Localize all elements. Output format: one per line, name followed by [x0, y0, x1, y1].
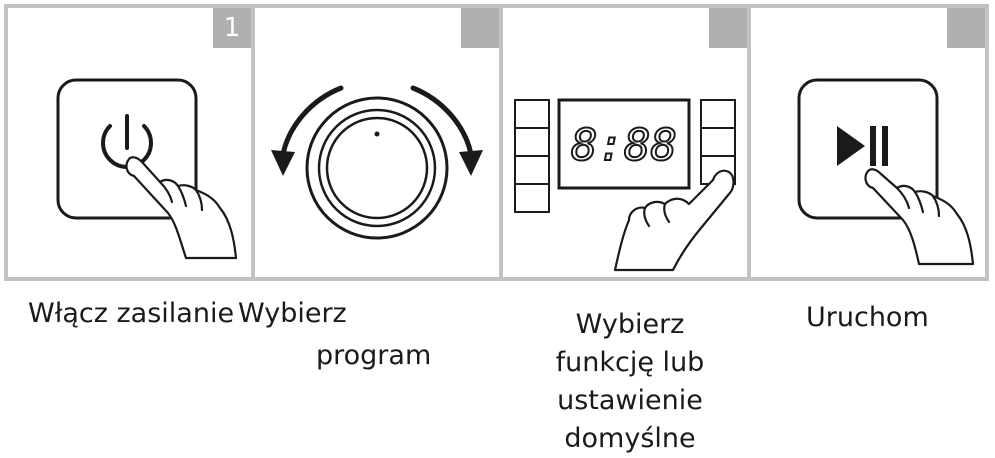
step-number-tab	[461, 8, 499, 48]
hand-icon	[125, 156, 238, 260]
play-pause-button-icon	[797, 78, 975, 266]
panel-divider	[251, 8, 255, 277]
step-panel-program	[255, 8, 499, 277]
rotary-dial-icon	[271, 85, 483, 240]
rotate-right-arrow-icon	[410, 85, 483, 176]
step-number-tab: 1	[213, 8, 251, 48]
step-caption-program-line2: program	[316, 340, 432, 371]
step-caption-function: Wybierz funkcję lub ustawienie domyślne	[555, 309, 705, 454]
step-panel-start	[751, 8, 985, 277]
step-panel-power: 1	[8, 8, 251, 277]
step-number-tab	[709, 8, 747, 48]
panel-divider	[499, 8, 503, 277]
step-panel-function: 8:88	[503, 8, 747, 277]
steps-strip: 1	[4, 4, 989, 281]
step-number-tab	[947, 8, 985, 48]
rotate-left-arrow-icon	[271, 85, 344, 176]
panel-divider	[747, 8, 751, 277]
step-caption-power: Włącz zasilanie	[28, 298, 235, 329]
power-button-icon	[56, 78, 238, 260]
hand-icon	[613, 169, 735, 272]
hand-icon	[864, 168, 975, 266]
step-caption-start: Uruchom	[806, 302, 929, 333]
step-caption-program-line1: Wybierz	[238, 298, 347, 329]
display-digits: 8:88	[571, 120, 677, 171]
display-panel-icon: 8:88	[514, 98, 736, 272]
